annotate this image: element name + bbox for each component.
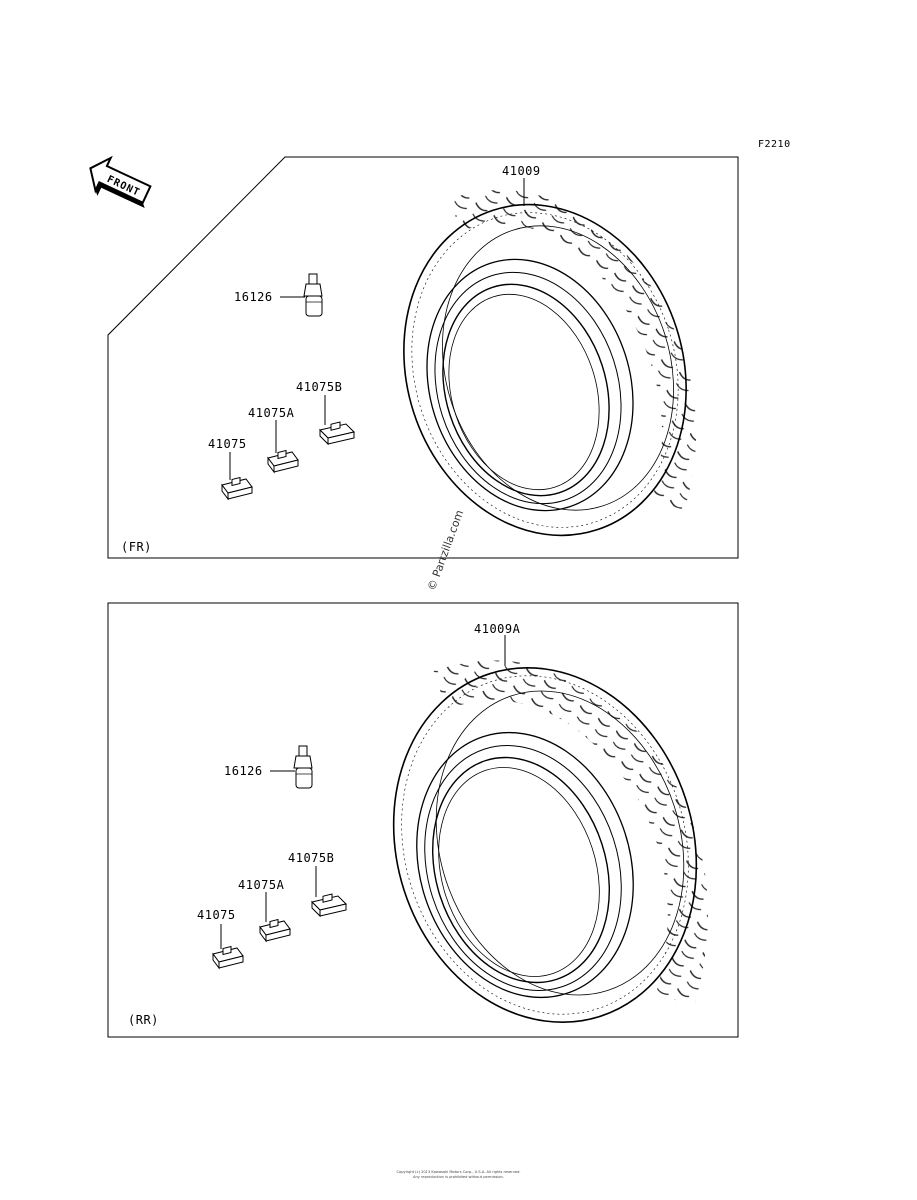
footer-line-1: Copyright (c) 2013 Kawasaki Motors Corp.… <box>396 1170 521 1174</box>
front-tire-part-number[interactable]: 41009 <box>502 164 541 178</box>
rear-weight-41075a-part-number[interactable]: 41075A <box>238 878 285 892</box>
rear-weight-41075b-part-number[interactable]: 41075B <box>288 851 335 865</box>
front-panel-frame <box>107 156 739 559</box>
front-weight-41075-part-number[interactable]: 41075 <box>208 437 247 451</box>
front-panel: FRONT <box>89 155 739 559</box>
rear-tire-part-number[interactable]: 41009A <box>474 622 521 636</box>
footer-line-2: Any reproduction is prohibited without p… <box>413 1175 504 1179</box>
front-valve-part-number[interactable]: 16126 <box>234 290 273 304</box>
front-valve-icon <box>303 273 323 317</box>
front-weight-41075a-part-number[interactable]: 41075A <box>248 406 295 420</box>
rear-weight-41075-part-number[interactable]: 41075 <box>197 908 236 922</box>
rear-valve-icon <box>293 745 313 789</box>
front-tire <box>403 190 697 537</box>
rear-weight-41075b-icon <box>311 893 347 918</box>
front-weight-41075-icon <box>221 476 253 501</box>
rear-panel-frame <box>107 602 739 1038</box>
front-weight-41075b-icon <box>319 421 355 446</box>
front-arrow-icon: FRONT <box>89 155 152 208</box>
rear-panel <box>107 602 739 1038</box>
front-section-label: (FR) <box>121 540 152 554</box>
rear-weight-41075-icon <box>212 945 244 970</box>
rear-section-label: (RR) <box>128 1013 159 1027</box>
figure-code: F2210 <box>758 139 791 150</box>
rear-tire <box>392 660 708 1023</box>
rear-valve-part-number[interactable]: 16126 <box>224 764 263 778</box>
front-weight-41075a-icon <box>267 449 299 474</box>
front-weight-41075b-part-number[interactable]: 41075B <box>296 380 343 394</box>
rear-weight-41075a-icon <box>259 918 291 943</box>
